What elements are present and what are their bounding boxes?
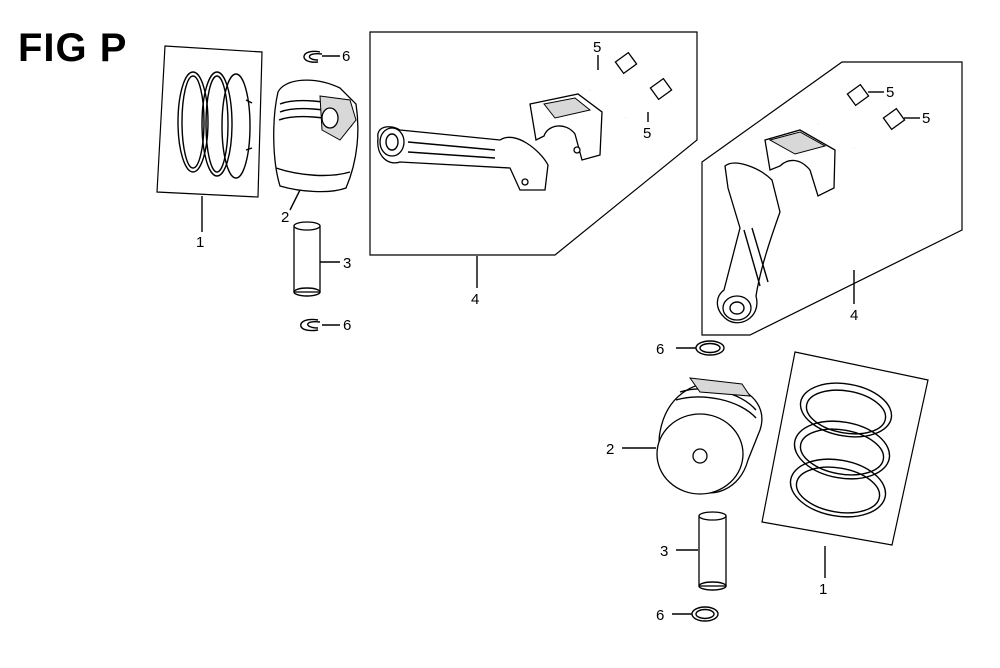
upper-clip-bottom [300, 318, 321, 332]
lower-rod-bolt-a [816, 83, 870, 126]
lower-rod-bolt-b [852, 107, 906, 150]
upper-piston-pin [293, 221, 321, 297]
callout-upper-clip-top: 6 [342, 48, 350, 65]
upper-piston-rings [156, 45, 263, 198]
callout-upper-bolt-b: 5 [643, 125, 651, 142]
callout-upper-clip-bottom: 6 [343, 317, 351, 334]
callout-upper-piston: 2 [281, 209, 289, 226]
lower-connecting-rod-assembly [701, 61, 963, 336]
lower-clip-bottom [691, 606, 719, 622]
upper-clip-top [303, 50, 323, 63]
callout-upper-pin: 3 [343, 255, 351, 272]
callout-lower-rod: 4 [850, 307, 858, 324]
lower-piston [656, 377, 763, 495]
callout-lower-clip-bottom: 6 [656, 607, 664, 624]
upper-rod-bolt-a [588, 51, 638, 92]
callout-upper-rod: 4 [471, 291, 479, 308]
upper-rod-bolt-b [624, 77, 673, 120]
upper-connecting-rod-assembly [369, 31, 698, 256]
callout-upper-bolt-a: 5 [593, 39, 601, 56]
callout-lower-pin: 3 [660, 543, 668, 560]
figure-title: FIG P [18, 26, 128, 70]
lower-clip-top [695, 340, 725, 356]
upper-piston [273, 79, 359, 193]
callout-upper-rings: 1 [196, 234, 204, 251]
lower-piston-pin [698, 511, 727, 591]
callout-lower-bolt-a: 5 [886, 84, 894, 101]
lower-piston-rings [761, 351, 929, 546]
callout-lower-bolt-b: 5 [922, 110, 930, 127]
callout-lower-piston: 2 [606, 441, 614, 458]
callout-lower-rings: 1 [819, 581, 827, 598]
callout-lower-clip-top: 6 [656, 341, 664, 358]
